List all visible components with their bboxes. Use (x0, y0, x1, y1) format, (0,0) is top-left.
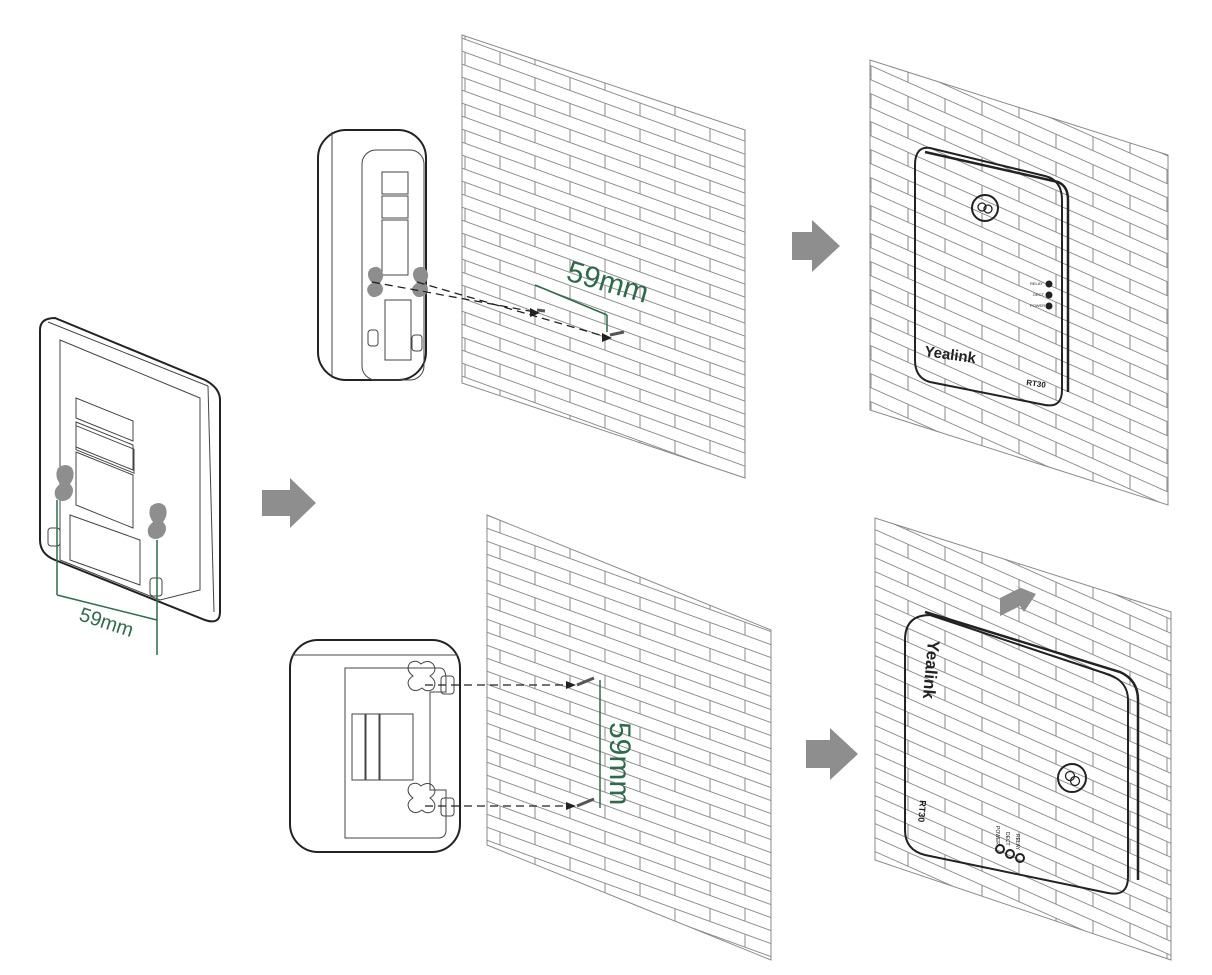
label-slot-4 (75, 451, 134, 529)
base-station-side-view-bottom (289, 639, 461, 853)
model-label-top: RT30 (1026, 378, 1047, 390)
label-slot-3 (75, 421, 134, 471)
led-power (1045, 302, 1053, 310)
brick-wall-top-left: 59mm (371, 34, 746, 479)
keyhole-right (147, 503, 167, 539)
base-station-back-view: 59mm (39, 316, 221, 655)
led-label-dect: DECT (1033, 292, 1044, 297)
label-slot-1 (75, 425, 135, 474)
led-dect (1045, 291, 1053, 299)
keyhole-top-right (412, 266, 429, 298)
dimension-label-bottom: 59mm (603, 722, 636, 805)
brick-wall-top-right (869, 59, 1169, 506)
base-station-side-view-top (317, 129, 429, 381)
arrow-right-icon (792, 220, 840, 272)
base-station-mounted-bottom: POWER DECT RELAY Yealink RT30 (904, 610, 1140, 895)
led-label-relay: RELAY (1030, 281, 1043, 286)
led-relay (1045, 280, 1053, 288)
logo-icon (1057, 763, 1087, 793)
led-relay-bottom (1015, 853, 1025, 863)
led-dect-bottom (1005, 849, 1015, 859)
keyhole-bottom-top (407, 660, 436, 692)
led-label-dect-bottom: DECT (1004, 832, 1010, 846)
brick-wall-bottom-right (874, 517, 1172, 961)
arrow-right-icon (262, 478, 316, 528)
led-label-relay-bottom: RELAY (1014, 834, 1020, 851)
keyhole-bottom-lower (407, 782, 436, 814)
led-label-power: POWER (1030, 303, 1045, 308)
label-slot-2 (75, 397, 134, 442)
arrow-right-icon (806, 728, 858, 780)
keyhole-left (54, 465, 74, 501)
base-station-mounted-top: RELAY DECT POWER Yealink RT30 (914, 146, 1070, 407)
dimension-label-left: 59mm (76, 604, 136, 642)
slide-down-arrow-icon (1000, 585, 1036, 616)
led-label-power-bottom: POWER (994, 826, 1000, 845)
logo-icon (971, 194, 999, 222)
led-power-bottom (995, 844, 1005, 854)
model-label-bottom: RT30 (916, 800, 928, 823)
brick-wall-bottom-left: 59mm (425, 514, 772, 961)
